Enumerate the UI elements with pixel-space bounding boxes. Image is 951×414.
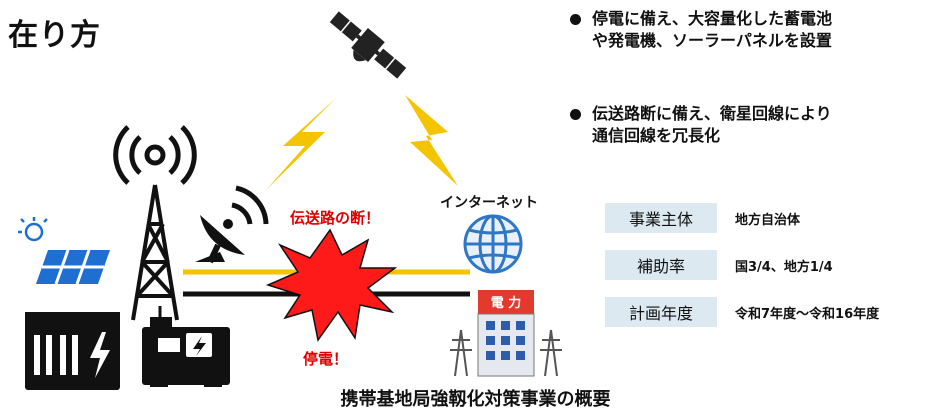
bullet-item: 停電に備え、大容量化した蓄電池 や発電機、ソーラーパネルを設置	[570, 8, 951, 52]
bullet-line: 伝送路断に備え、衛星回線により	[592, 104, 832, 123]
bullet-dot-icon	[570, 109, 581, 120]
satellite-icon	[329, 11, 407, 79]
transmission-cut-label: 伝送路の断！	[290, 209, 381, 227]
info-value-subsidy-rate: 国3/4、地方1/4	[735, 259, 833, 275]
solar-panel-icon	[18, 217, 110, 285]
storage-battery-icon	[25, 312, 120, 390]
internet-label: インターネット	[440, 195, 538, 211]
info-value-plan-period: 令和7年度～令和16年度	[735, 306, 880, 322]
figure-caption: 携帯基地局強靱化対策事業の概要	[340, 389, 611, 410]
info-key-operator: 事業主体	[605, 203, 717, 233]
page-title: 在り方	[8, 18, 101, 53]
bullet-item: 伝送路断に備え、衛星回線により 通信回線を冗長化	[570, 103, 951, 147]
pylon-icon-left	[450, 329, 472, 377]
pylon-icon-right	[540, 329, 562, 377]
bullet-line: 通信回線を冗長化	[592, 126, 721, 145]
explosion-icon	[265, 228, 398, 342]
info-key-subsidy-rate: 補助率	[605, 250, 717, 280]
power-company-building-icon: 電 力	[477, 290, 535, 377]
power-company-sign: 電 力	[491, 295, 522, 311]
cell-tower-icon	[113, 125, 197, 321]
bullet-line: や発電機、ソーラーパネルを設置	[592, 31, 832, 50]
lightning-bolt-right	[405, 95, 458, 186]
info-value-operator: 地方自治体	[735, 212, 801, 228]
bullet-dot-icon	[570, 14, 581, 25]
bullet-line: 停電に備え、大容量化した蓄電池	[592, 9, 833, 28]
info-key-plan-period: 計画年度	[605, 297, 717, 327]
lightning-bolt-left	[266, 98, 336, 190]
satellite-dish-icon	[195, 185, 269, 264]
power-outage-label: 停電！	[303, 350, 349, 368]
generator-icon	[142, 306, 230, 387]
internet-globe-icon	[463, 214, 523, 274]
